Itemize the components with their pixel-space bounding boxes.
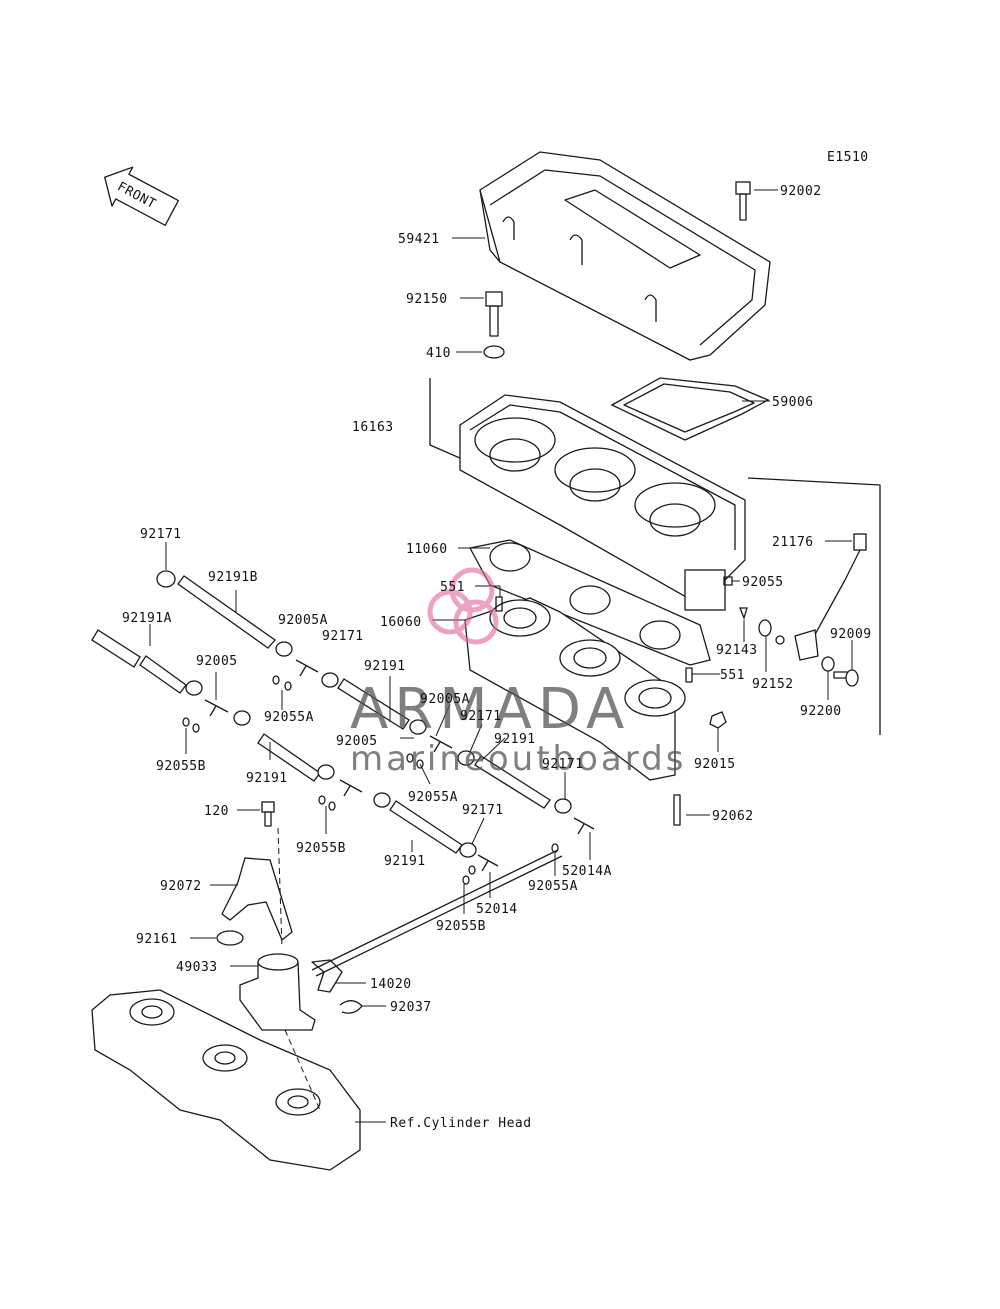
clamp-92171: [156, 570, 572, 858]
screw-120: [261, 801, 275, 827]
label-ref-cylinder-head: Ref.Cylinder Head: [390, 1116, 532, 1131]
watermark-tagline: marineoutboards: [350, 739, 686, 779]
hose-92191B: [177, 575, 276, 649]
label-92152: 92152: [752, 677, 794, 692]
label-92015: 92015: [694, 757, 736, 772]
label-92143: 92143: [716, 643, 758, 658]
label-92191: 92191: [364, 659, 406, 674]
label-92171: 92171: [140, 527, 182, 542]
cover-59421: [479, 151, 771, 361]
stud-92062: [673, 794, 681, 826]
diagram-code: E1510: [827, 150, 869, 165]
hose-92191A: [91, 629, 187, 694]
rod: [311, 849, 563, 977]
label-92171: 92171: [462, 803, 504, 818]
label-92009: 92009: [830, 627, 872, 642]
circlip-92037: [339, 1000, 363, 1014]
label-59421: 59421: [398, 232, 440, 247]
label-14020: 14020: [370, 977, 412, 992]
manifold-16060: [464, 597, 686, 781]
bolt-92002: [735, 181, 751, 221]
screw-92009: [833, 669, 859, 687]
washer-92200: [821, 656, 835, 672]
label-21176: 21176: [772, 535, 814, 550]
nut-92015: [709, 711, 727, 729]
gasket-59006: [610, 377, 770, 441]
label-551: 551: [720, 668, 745, 683]
sensor-21176: [775, 533, 867, 661]
label-92055B: 92055B: [296, 841, 346, 856]
label-92005: 92005: [336, 734, 378, 749]
label-49033: 49033: [176, 960, 218, 975]
label-92171: 92171: [460, 709, 502, 724]
label-92055A: 92055A: [528, 879, 578, 894]
label-92171: 92171: [322, 629, 364, 644]
label-92062: 92062: [712, 809, 754, 824]
label-92055B: 92055B: [156, 759, 206, 774]
part-labels: 92002 59421 92150 410 59006 16163 21176 …: [122, 184, 872, 1131]
front-label: FRONT: [115, 179, 159, 212]
watermark-brand: ARMADA: [350, 677, 630, 742]
label-92072: 92072: [160, 879, 202, 894]
label-92191: 92191: [246, 771, 288, 786]
label-92150: 92150: [406, 292, 448, 307]
bracket-92072: [221, 857, 293, 942]
label-92005: 92005: [196, 654, 238, 669]
label-52014: 52014: [476, 902, 518, 917]
label-410: 410: [426, 346, 451, 361]
leader-lines: [149, 189, 853, 1123]
washer-92161: [216, 930, 244, 946]
washer-410: [483, 345, 505, 359]
label-92161: 92161: [136, 932, 178, 947]
label-16163: 16163: [352, 420, 394, 435]
front-direction-arrow-icon: FRONT: [104, 166, 180, 226]
label-52014A: 52014A: [562, 864, 612, 879]
hose-92191: [257, 678, 551, 854]
label-92191: 92191: [494, 732, 536, 747]
label-92055A: 92055A: [264, 710, 314, 725]
o-ring-92152: [758, 619, 772, 637]
label-92191B: 92191B: [208, 570, 258, 585]
clip-14020: [311, 959, 343, 993]
label-120: 120: [204, 804, 229, 819]
label-92191A: 92191A: [122, 611, 172, 626]
part-92143: [739, 607, 748, 620]
o-ring-92055: [182, 675, 559, 885]
label-92171: 92171: [542, 757, 584, 772]
valve-49033: [239, 953, 316, 1031]
label-92005A: 92005A: [278, 613, 328, 628]
pin-551: [685, 667, 693, 683]
label-59006: 59006: [772, 395, 814, 410]
label-92055A: 92055A: [408, 790, 458, 805]
label-92191: 92191: [384, 854, 426, 869]
label-92055: 92055: [742, 575, 784, 590]
label-92037: 92037: [390, 1000, 432, 1015]
label-92200: 92200: [800, 704, 842, 719]
cylinder-head-reference: [91, 989, 361, 1171]
label-92002: 92002: [780, 184, 822, 199]
t-fitting-92005: [204, 659, 595, 872]
armada-logo: [427, 567, 499, 645]
throttle-body-16163: [429, 378, 881, 735]
bolt-92150: [485, 291, 503, 337]
label-92005A: 92005A: [420, 692, 470, 707]
label-11060: 11060: [406, 542, 448, 557]
label-92055B: 92055B: [436, 919, 486, 934]
label-551: 551: [440, 580, 465, 595]
label-16060: 16060: [380, 615, 422, 630]
pin-551: [495, 596, 503, 612]
